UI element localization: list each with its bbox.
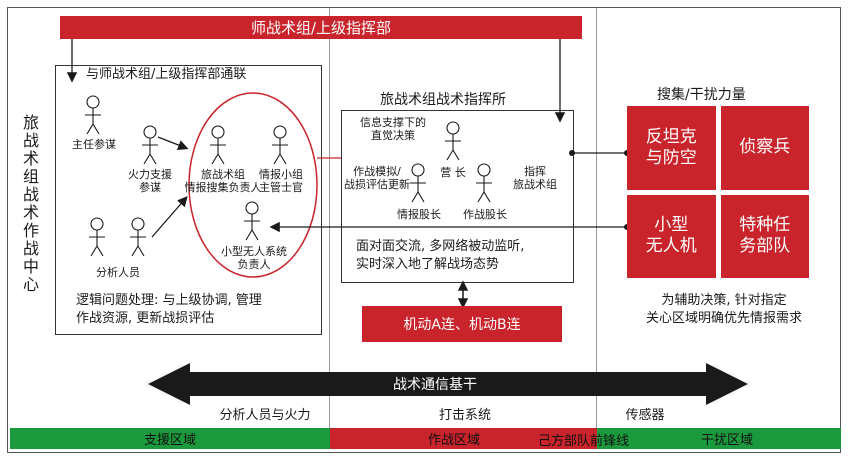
- zone-combat: 作战区域: [330, 428, 597, 449]
- cell-special-forces: 特种任 务部队: [720, 194, 809, 278]
- diagram-frame: [7, 7, 841, 453]
- label-analysts: 分析人员: [96, 266, 140, 279]
- zone-jamming: 干扰区域: [597, 428, 841, 449]
- backbone-right-label: 传感器: [625, 408, 665, 423]
- mobile-units-box: 机动A连、机动B连: [362, 306, 562, 342]
- front-line-label: 己方部队前锋线: [538, 434, 630, 449]
- label-uav-lead: 小型无人系统 负责人: [221, 245, 287, 271]
- division-hq-bar: 师战术组/上级指挥部: [60, 16, 582, 39]
- arrow-analysts: [151, 196, 188, 238]
- center-panel-footer: 面对面交流, 多网络被动监听, 实时深入地了解战场态势: [356, 239, 525, 272]
- label-ops-chief: 作战股长: [463, 208, 507, 221]
- right-panel-footer: 为辅助决策, 针对指定 关心区域明确优先情报需求: [645, 293, 802, 326]
- left-panel: [55, 65, 322, 335]
- cell-small-uav: 小型 无人机: [627, 194, 716, 278]
- figures: [85, 95, 492, 257]
- divider-right: [596, 8, 597, 428]
- label-info-decision: 信息支撑下的 直觉决策: [360, 116, 426, 142]
- divider-left: [329, 8, 330, 428]
- info-cell-ellipse: [188, 92, 318, 278]
- cell-antitank-ad: 反坦克 与防空: [627, 106, 716, 190]
- label-fire: 火力支援 参谋: [128, 168, 172, 194]
- label-intel-chief: 情报股长: [397, 208, 441, 221]
- cell-recon: 侦察兵: [720, 106, 809, 190]
- backbone-arrow: [148, 363, 748, 405]
- label-intel-officer: 情报小组 主管士官: [259, 168, 303, 194]
- arrow-fire: [157, 136, 189, 150]
- left-panel-footer: 逻辑问题处理: 与上级协调, 管理 作战资源, 更新战损评估: [76, 293, 262, 326]
- backbone-left-label: 分析人员与火力: [219, 408, 311, 423]
- backbone-center-label: 打击系统: [438, 408, 491, 423]
- zone-support: 支援区域: [10, 428, 330, 449]
- side-title: 旅战术组战术作战中心: [22, 113, 39, 294]
- center-panel: [341, 110, 574, 283]
- backbone-label: 战术通信基干: [393, 377, 477, 393]
- right-panel-title: 搜集/干扰力量: [657, 87, 746, 103]
- label-battalion-cmdr: 营 长: [440, 166, 466, 179]
- label-ops-sim: 作战模拟/ 战损评估更新: [344, 165, 410, 191]
- label-info-lead: 旅战术组 情报搜集负责人: [184, 168, 262, 194]
- label-chief: 主任参谋: [72, 138, 116, 151]
- left-panel-header: 与师战术组/上级指挥部通联: [86, 67, 247, 82]
- center-panel-title: 旅战术组战术指挥所: [380, 92, 506, 108]
- label-command-group: 指挥 旅战术组: [513, 165, 557, 191]
- collection-grid: 反坦克 与防空 侦察兵 小型 无人机 特种任 务部队: [627, 106, 809, 278]
